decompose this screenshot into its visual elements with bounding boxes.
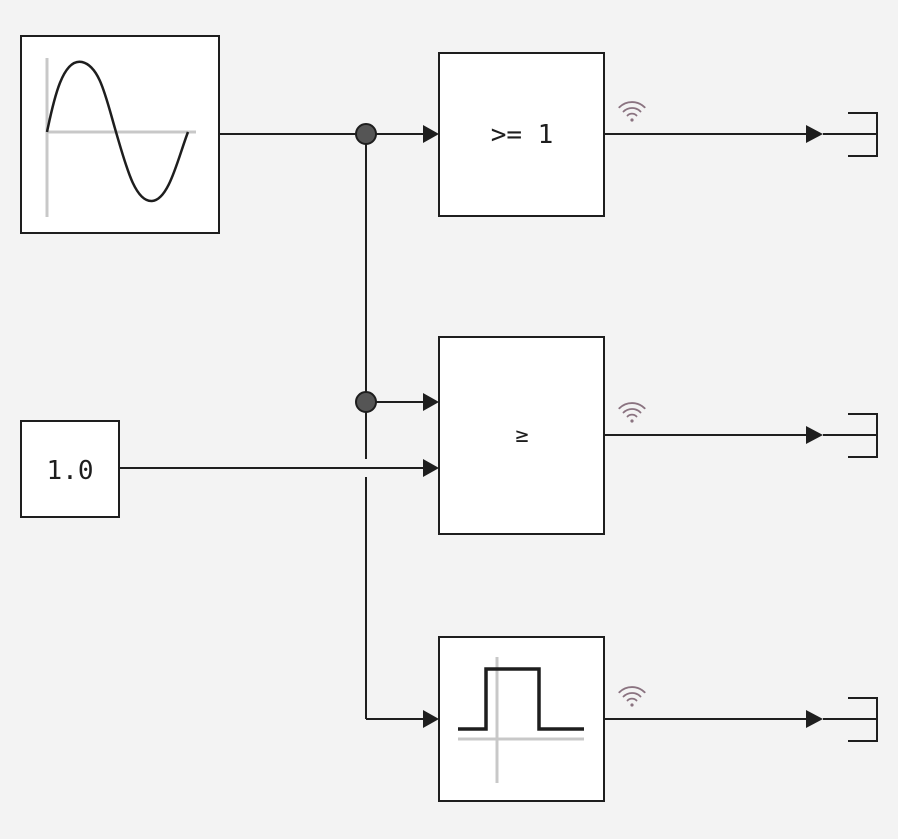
signal-logging-icon[interactable] xyxy=(618,686,646,707)
relational-operator-block[interactable]: ≥ xyxy=(438,336,605,535)
terminator-icon xyxy=(823,413,878,458)
sine-wave-block-frame xyxy=(20,35,220,234)
arrowhead-terminator-2 xyxy=(806,426,823,444)
terminator-block[interactable] xyxy=(823,413,878,458)
constant-block-frame xyxy=(20,420,120,518)
compare-to-constant-label: >= 1 xyxy=(491,120,554,150)
pulse-icon xyxy=(458,657,584,783)
signal-logging-icon[interactable] xyxy=(618,402,646,423)
arrowhead-pulse-input xyxy=(423,710,439,728)
terminator-icon xyxy=(823,112,878,157)
arrowheads xyxy=(423,125,823,728)
relational-operator-symbol: ≥ xyxy=(515,423,528,448)
arrowhead-terminator-3 xyxy=(806,710,823,728)
arrowhead-relational-input-2 xyxy=(423,459,439,477)
branch-point-junction[interactable] xyxy=(355,391,377,413)
pulse-block-frame xyxy=(438,636,605,802)
constant-block[interactable]: 1.0 xyxy=(20,420,120,518)
sine-wave-block[interactable] xyxy=(20,35,220,234)
relational-operator-block-frame xyxy=(438,336,605,535)
compare-to-constant-block-frame xyxy=(438,52,605,217)
arrowhead-compare-input xyxy=(423,125,439,143)
branch-point-junction[interactable] xyxy=(355,123,377,145)
terminator-block[interactable] xyxy=(823,112,878,157)
constant-value-label: 1.0 xyxy=(47,456,94,486)
compare-to-constant-block[interactable]: >= 1 xyxy=(438,52,605,217)
arrowhead-terminator-1 xyxy=(806,125,823,143)
connection-lines xyxy=(119,133,808,720)
signal-logging-icon[interactable] xyxy=(618,101,646,122)
arrowhead-relational-input-1 xyxy=(423,393,439,411)
sine-wave-icon xyxy=(45,58,196,217)
terminator-icon xyxy=(823,697,878,742)
terminator-block[interactable] xyxy=(823,697,878,742)
pulse-block[interactable] xyxy=(438,636,605,802)
